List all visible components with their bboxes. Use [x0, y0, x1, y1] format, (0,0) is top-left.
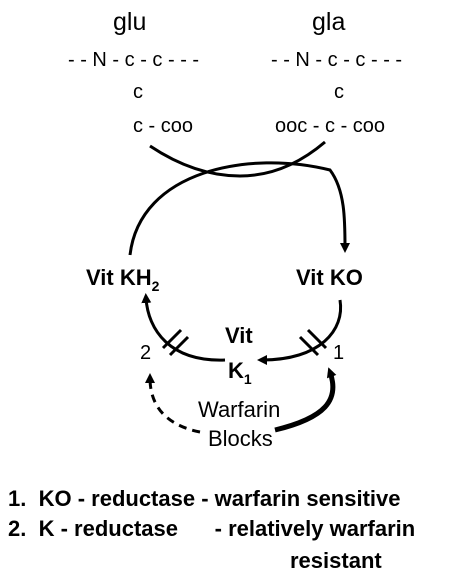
site-2-number: 2 — [140, 342, 151, 364]
blocks-label: Blocks — [208, 426, 273, 451]
block-mark-site-1 — [298, 328, 328, 357]
vit-ko-label: Vit KO — [296, 265, 363, 290]
vit-k1-label-top: Vit — [225, 323, 253, 348]
warfarin-solid-arrow — [274, 367, 337, 433]
vit-kh2-label: Vit KH2 — [86, 265, 160, 294]
block-mark-site-2 — [161, 328, 190, 357]
vit-k1-label-bottom: K1 — [228, 358, 252, 387]
legend-item-2-number: 2. — [8, 516, 27, 541]
k-reductase-arc-arrow — [141, 293, 226, 362]
glu-side-carbon: c — [133, 81, 143, 103]
legend-item-1-text: KO - reductase - warfarin sensitive — [38, 486, 401, 511]
carboxylation-arc — [149, 140, 326, 178]
ko-reductase-arc-arrow — [257, 299, 343, 365]
legend-item-2: 2. K - reductase - relatively warfarin — [8, 516, 415, 542]
glu-backbone: - - N - c - c - - - — [68, 49, 199, 71]
gla-backbone: - - N - c - c - - - — [271, 49, 402, 71]
glu-label: glu — [113, 8, 146, 36]
gla-side-carbon: c — [334, 81, 344, 103]
legend-item-1: 1. KO - reductase - warfarin sensitive — [8, 486, 401, 512]
legend-item-1-number: 1. — [8, 486, 27, 511]
legend-item-2-text: K - reductase - relatively warfarin — [38, 516, 416, 541]
warfarin-dashed-arrow — [145, 373, 201, 434]
gla-label: gla — [312, 8, 345, 36]
warfarin-label: Warfarin — [198, 397, 280, 422]
gla-carboxyl: ooc - c - coo — [275, 115, 385, 137]
legend-item-2-continued: resistant — [290, 548, 382, 574]
glu-carboxyl: c - coo — [133, 115, 193, 137]
site-1-number: 1 — [333, 342, 344, 364]
oxidation-arc-arrow — [128, 161, 350, 256]
legend-item-2-continued-text: resistant — [290, 548, 382, 573]
